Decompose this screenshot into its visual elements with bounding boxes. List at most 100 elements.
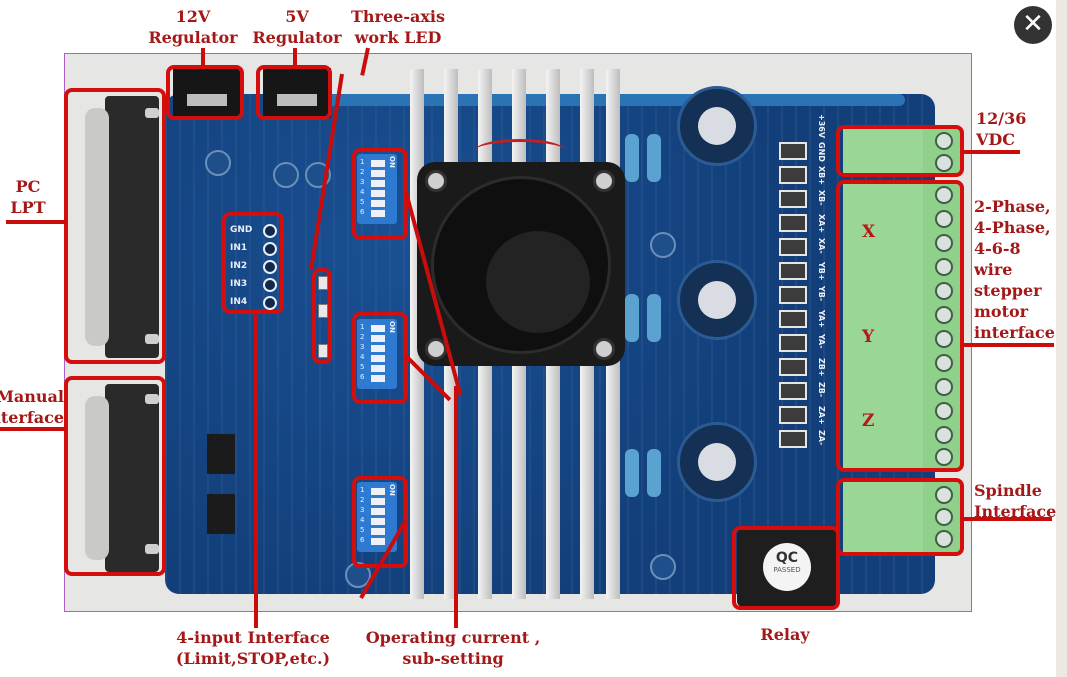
pin-label-gnd: GND: [230, 225, 253, 235]
label-motor-line2: 4-Phase,: [974, 218, 1051, 237]
motor-terminal[interactable]: [843, 182, 961, 470]
mosfet: [779, 166, 807, 184]
leader-pc-lpt: [6, 220, 66, 224]
dip-on-label: ON: [388, 321, 396, 333]
label-motor-interface: 2-Phase, 4-Phase, 4-6-8 wire stepper mot…: [974, 196, 1055, 343]
terminal-pin-label: +36V: [817, 114, 826, 139]
dip-number-label: 4: [360, 188, 365, 196]
label-manual-line2: Interface: [0, 408, 64, 427]
terminal-pin-label: GND: [817, 142, 826, 162]
label-motor-line7: interface: [974, 323, 1055, 342]
small-capacitor: [205, 150, 231, 176]
label-12v-line2: Regulator: [148, 28, 238, 47]
relay: QC PASSED: [737, 529, 837, 607]
axis-label-x: X: [862, 222, 876, 242]
label-5v-line1: 5V: [285, 7, 309, 26]
regulator-5v: [263, 68, 331, 118]
pin-hole-gnd: [263, 224, 277, 238]
label-pc-line2: LPT: [10, 198, 46, 217]
resistor: [647, 134, 661, 182]
axis-label-y: Y: [862, 327, 875, 347]
highlight-dip-x: [352, 148, 408, 240]
fan-wire: [475, 139, 565, 162]
label-pc-lpt: PC LPT: [8, 176, 48, 218]
mosfet: [779, 142, 807, 160]
dip-number-label: 1: [360, 323, 365, 331]
mosfet: [779, 334, 807, 352]
terminal-pin-label: YA+: [817, 310, 826, 328]
highlight-vdc-terminal: [836, 125, 964, 177]
small-capacitor: [650, 554, 676, 580]
ic-chip: [207, 494, 235, 534]
small-capacitor: [650, 232, 676, 258]
mosfet: [779, 190, 807, 208]
label-motor-line3: 4-6-8: [974, 239, 1021, 258]
label-vdc-line2: VDC: [976, 130, 1016, 149]
pin-hole-in2: [263, 260, 277, 274]
pin-label-in2: IN2: [230, 261, 248, 271]
manual-interface-connector: [85, 384, 159, 572]
qc-subtitle: PASSED: [773, 566, 801, 574]
label-manual-interface: Manual Interface: [0, 386, 64, 428]
dip-number-label: 6: [360, 536, 365, 544]
mosfet: [779, 262, 807, 280]
mosfet: [779, 358, 807, 376]
terminal-pin-label: ZA-: [817, 430, 826, 446]
highlight-pc-lpt: [64, 88, 166, 364]
dip-number-label: 1: [360, 486, 365, 494]
spindle-terminal[interactable]: [843, 482, 961, 552]
background-edge: [1056, 0, 1067, 677]
highlight-dip-y: [352, 312, 408, 404]
label-4input-line1: 4-input Interface: [176, 628, 330, 647]
label-vdc-line1: 12/36: [976, 109, 1027, 128]
label-4input-line2: (Limit,STOP,etc.): [175, 649, 331, 668]
mosfet: [779, 382, 807, 400]
label-motor-line4: wire: [974, 260, 1013, 279]
power-terminal[interactable]: [843, 128, 961, 176]
highlight-5v-regulator: [256, 65, 332, 120]
label-5v-line2: Regulator: [252, 28, 342, 47]
capacitor-2: [677, 260, 757, 340]
led-y: [318, 304, 328, 318]
resistor: [625, 134, 639, 182]
close-button[interactable]: ✕: [1014, 6, 1052, 44]
highlight-manual-interface: [64, 376, 166, 576]
cooling-fan: [417, 162, 625, 366]
close-icon: ✕: [1022, 9, 1044, 39]
leader-motor: [962, 343, 1054, 347]
small-capacitor: [273, 162, 299, 188]
label-spindle-line2: Interface: [974, 502, 1057, 521]
dip-number-label: 4: [360, 516, 365, 524]
terminal-pin-label: YA-: [817, 334, 826, 349]
leader-spindle: [962, 517, 1052, 521]
terminal-pin-label: XA+: [817, 214, 826, 234]
mosfet: [779, 430, 807, 448]
highlight-dip-z: [352, 476, 408, 568]
ic-chip: [207, 434, 235, 474]
capacitor-3: [677, 422, 757, 502]
mosfet: [779, 286, 807, 304]
resistor: [647, 449, 661, 497]
label-motor-line6: motor: [974, 302, 1029, 321]
qc-passed-badge: QC PASSED: [763, 543, 811, 591]
dip-number-label: 2: [360, 333, 365, 341]
dip-number-label: 1: [360, 158, 365, 166]
mosfet: [779, 310, 807, 328]
leader-5v: [293, 48, 297, 66]
label-three-axis-led: Three-axis work LED: [348, 6, 448, 48]
capacitor-1: [677, 86, 757, 166]
led-x: [318, 276, 328, 290]
label-relay: Relay: [760, 625, 810, 644]
qc-title: QC: [775, 550, 799, 566]
regulator-12v: [173, 68, 241, 118]
highlight-12v-regulator: [166, 65, 244, 120]
label-led-line1: Three-axis: [351, 7, 445, 26]
dip-number-label: 4: [360, 353, 365, 361]
label-pc-line1: PC: [15, 177, 41, 196]
pin-hole-in4: [263, 296, 277, 310]
dip-number-label: 2: [360, 168, 365, 176]
